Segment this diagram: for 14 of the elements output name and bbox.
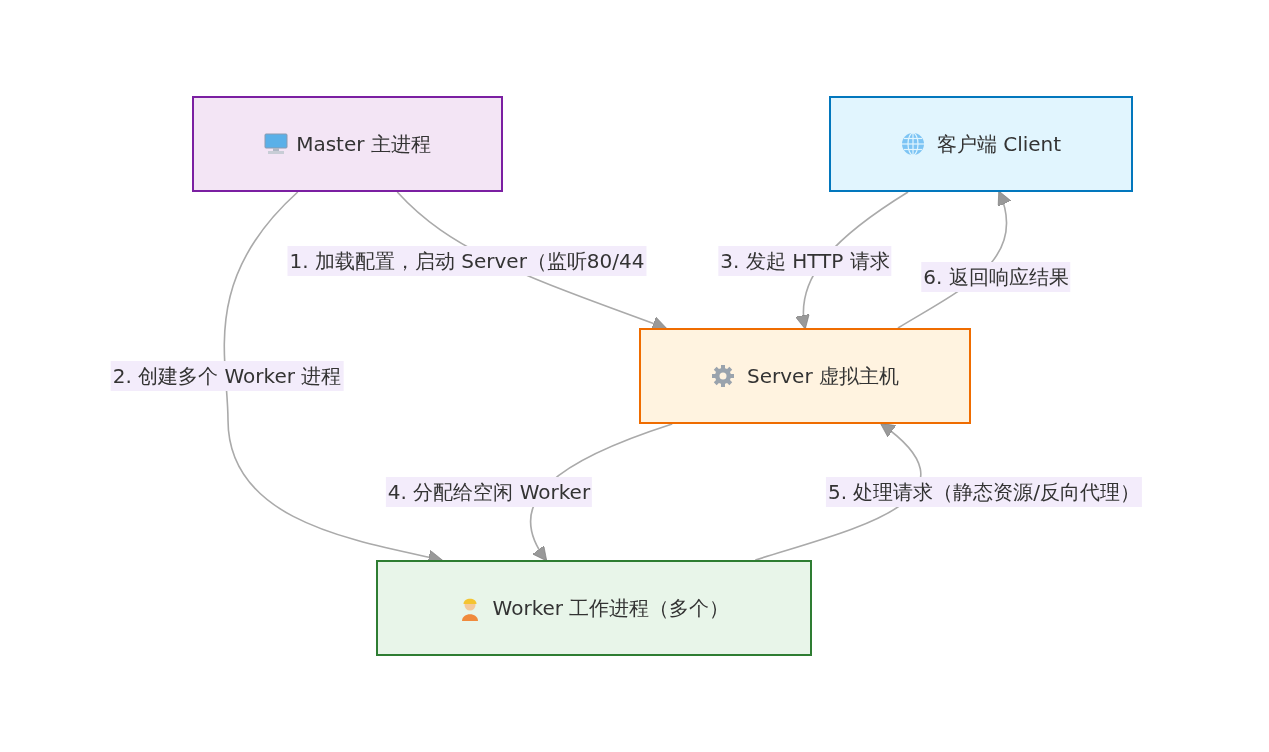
edge-label: 6. 返回响应结果 [921, 262, 1071, 292]
edge-label: 2. 创建多个 Worker 进程 [110, 361, 344, 391]
node-label: Server 虚拟主机 [747, 363, 899, 390]
edge-label: 4. 分配给空闲 Worker [385, 477, 593, 507]
edge-label: 3. 发起 HTTP 请求 [718, 246, 892, 276]
process-box [376, 560, 812, 656]
process-box [829, 96, 1133, 192]
edge-label: 1. 加载配置，启动 Server（监听80/44 [287, 246, 647, 276]
process-box [639, 328, 971, 424]
node-label: Master 主进程 [296, 131, 431, 158]
node-label: 客户端 Client [936, 131, 1062, 158]
process-box [192, 96, 503, 192]
edge-label: 5. 处理请求（静态资源/反向代理） [825, 477, 1143, 507]
node-label: Worker 工作进程（多个） [492, 595, 730, 622]
